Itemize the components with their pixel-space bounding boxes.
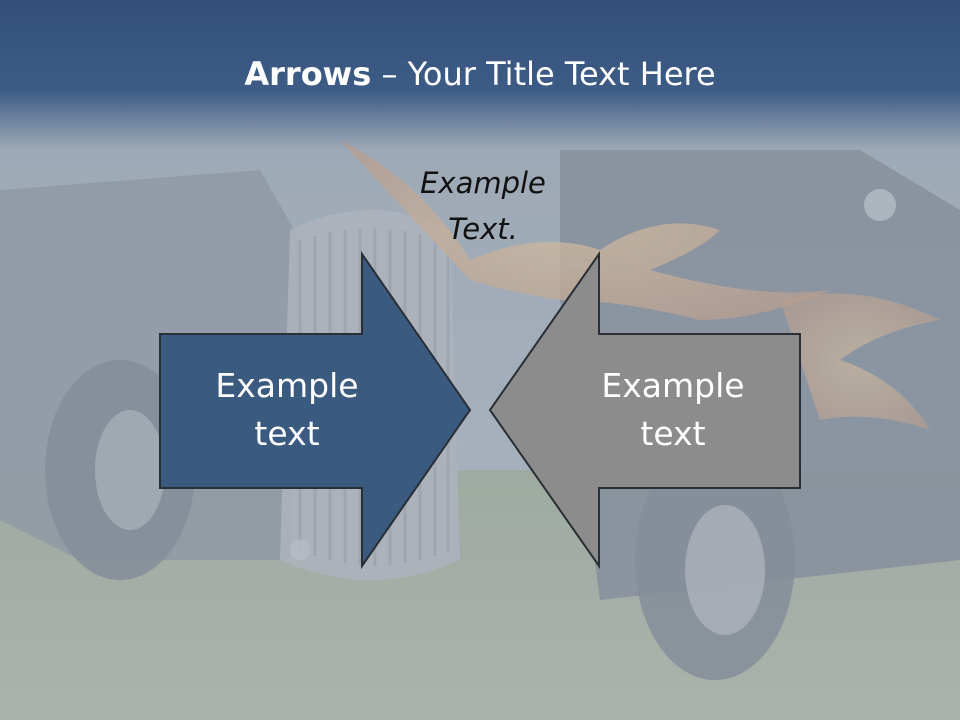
left-arrow-line-1: Example	[215, 366, 359, 405]
slide-title-rest: – Your Title Text Here	[371, 55, 716, 93]
slide-title-bold: Arrows	[244, 55, 372, 93]
right-arrow-line-2: text	[640, 414, 706, 453]
left-pointing-arrow	[488, 250, 801, 570]
left-arrow-line-2: text	[254, 414, 320, 453]
caption-line-2: Text.	[448, 212, 518, 246]
right-arrow-label: Example text	[578, 362, 768, 458]
left-arrow-label: Example text	[192, 362, 382, 458]
right-arrow-line-1: Example	[601, 366, 745, 405]
caption-text: Example Text.	[383, 160, 583, 252]
caption-line-1: Example	[420, 166, 546, 200]
right-pointing-arrow	[159, 250, 472, 570]
title-bar	[0, 0, 960, 150]
slide-title: Arrows – Your Title Text Here	[0, 52, 960, 96]
